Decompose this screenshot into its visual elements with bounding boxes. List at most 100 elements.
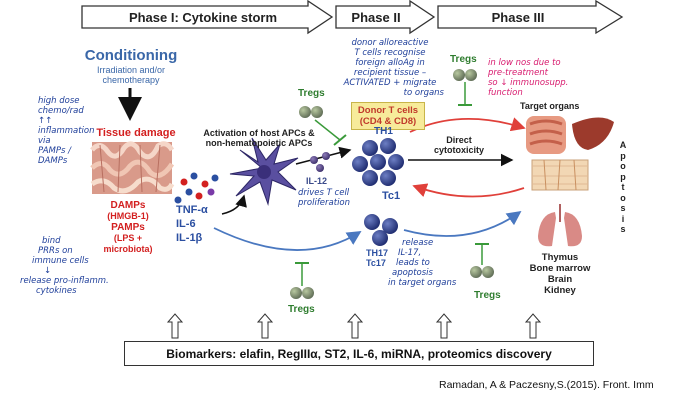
annotation-line: ACTIVATED + migrate [343,78,437,88]
annotation-line: chemo/rad [38,106,84,116]
annotation-line: cytokines [36,286,77,296]
annotation-line: recipient tissue – [353,68,427,78]
annotation-line: IL-17, [398,248,422,258]
skin-icon [531,159,589,191]
lungs-icon [538,204,582,247]
annotation-line: apoptosis [392,268,433,278]
direct-cytotoxicity-label: Direct cytotoxicity [424,135,494,155]
il6-label: IL-6 [176,218,196,230]
donor-box-line2: (CD4 & CD8) [359,116,417,127]
apoptosis-label: A p o p t o s i s [618,140,628,235]
apoptosis-letter: s [620,224,626,234]
pamps-sub1: (LPS + [113,233,143,243]
apoptosis-letter: o [620,192,626,203]
organ-list: Thymus Bone marrow Brain Kidney [522,252,598,296]
tregs-label-top-right: Tregs [450,54,477,65]
phase1-arrow [81,0,334,35]
dendritic-cell-icon [229,137,299,206]
activation-label: Activation of host APCs & non-hematopoie… [194,128,324,148]
annotation-line: donor alloreactive [351,38,429,48]
cytokine-dots [174,172,219,204]
tregs-cells-bottom-left [290,287,314,299]
annotation-line: release pro-inflamm. [20,276,109,286]
annotation-line: T cells recognise [354,48,426,58]
annotation-il12: drives T cell proliferation [298,188,368,208]
biomarkers-box: Biomarkers: elafin, RegIIIα, ST2, IL-6, … [124,341,594,366]
phase1-label: Phase I: Cytokine storm [128,9,278,25]
tc17-label: Tc17 [366,258,386,268]
tregs-cells-top-left [299,106,323,118]
apoptosis-letter: p [620,171,626,182]
target-organs-title: Target organs [520,101,580,111]
apoptosis-letter: t [621,182,625,192]
apoptosis-letter: o [620,161,626,171]
annotation-bind-prrs: bind PRRs on immune cells ↓ release pro-… [14,236,118,296]
annotation-th17: release IL-17, leads to apoptosis in tar… [388,238,498,288]
conditioning-subtitle-line2: chemotherapy [102,75,160,85]
cytotoxicity-line2: cytotoxicity [433,145,484,155]
il1b-label: IL-1β [176,232,203,244]
activation-line1: Activation of host APCs & [203,128,315,138]
annotation-line: ↓ [44,266,52,276]
annotation-line: foreign alloAg in [355,58,425,68]
conditioning-subtitle: Irradiation and/or chemotherapy [70,65,192,85]
donor-t-cells-box: Donor T cells (CD4 & CD8) [351,102,425,130]
tregs-cells-bottom-right [470,266,494,278]
annotation-line: function [488,88,523,98]
activation-line2: non-hematopoietic APCs [205,138,313,148]
th1-tc1-cluster [352,138,404,186]
damps-title: DAMPs [110,200,146,211]
th1-label: TH1 [374,126,393,137]
apoptosis-letter: i [621,213,625,224]
tregs-cells-top-right [453,69,477,81]
annotation-line: in low nos due to [488,58,561,68]
annotation-donor: donor alloreactive T cells recognise for… [330,38,450,98]
annotation-line: via [38,136,51,146]
organ-bone-marrow: Bone marrow [529,263,591,274]
annotation-high-dose: high dose chemo/rad ↑↑ inflammation via … [38,96,104,166]
tissue-damage-label: Tissue damage [96,127,176,139]
tregs-label-top-left: Tregs [298,88,325,99]
annotation-line: pre-treatment [488,68,549,78]
annotation-line: proliferation [298,198,351,208]
phase3-label: Phase III [491,9,545,25]
intestine-icon [526,116,566,154]
organ-kidney: Kidney [544,285,576,296]
cytotoxicity-line1: Direct [446,135,472,145]
th17-tc17-label: TH17 Tc17 [366,248,388,268]
liver-icon [572,117,614,150]
il12-label: IL-12 [306,176,328,186]
th17-tc17-cluster [364,214,398,246]
tregs-label-bottom-right: Tregs [474,290,501,301]
apoptosis-letter: s [620,203,626,213]
donor-box-line1: Donor T cells [357,105,419,116]
tc1-label: Tc1 [382,190,401,202]
phase2-label: Phase II [351,9,401,25]
biomarker-arrows [166,313,542,339]
il12-dots [310,152,330,172]
phase2-arrow [335,0,436,35]
annotation-line: leads to [396,258,430,268]
annotation-line: drives T cell [298,188,350,198]
th17-label: TH17 [366,248,389,258]
tissue-damage-image [90,141,175,194]
tnf-alpha-label: TNF-α [176,204,208,216]
annotation-line: bind [42,236,61,246]
annotation-line: in target organs [388,278,457,288]
apoptosis-letter: p [620,150,626,161]
annotation-line: release [402,238,434,248]
annotation-line: DAMPs [38,156,68,166]
pamps-title: PAMPs [111,222,145,233]
conditioning-title: Conditioning [84,47,178,64]
annotation-line: ↑↑ inflammation [38,116,95,136]
pamps-sub2: microbiota) [103,244,153,254]
tregs-label-bottom-left: Tregs [288,304,315,315]
citation: Ramadan, A & Paczesny,S.(2015). Front. I… [439,379,654,391]
annotation-line: immune cells [32,256,89,266]
organ-thymus: Thymus [541,252,579,263]
annotation-low-nos: in low nos due to pre-treatment so ↓ imm… [488,58,598,98]
annotation-line: PAMPs / [38,146,71,156]
annotation-line: PRRs on [38,246,73,256]
damps-pamps-label: DAMPs (HMGB-1) PAMPs (LPS + microbiota) [96,200,160,255]
